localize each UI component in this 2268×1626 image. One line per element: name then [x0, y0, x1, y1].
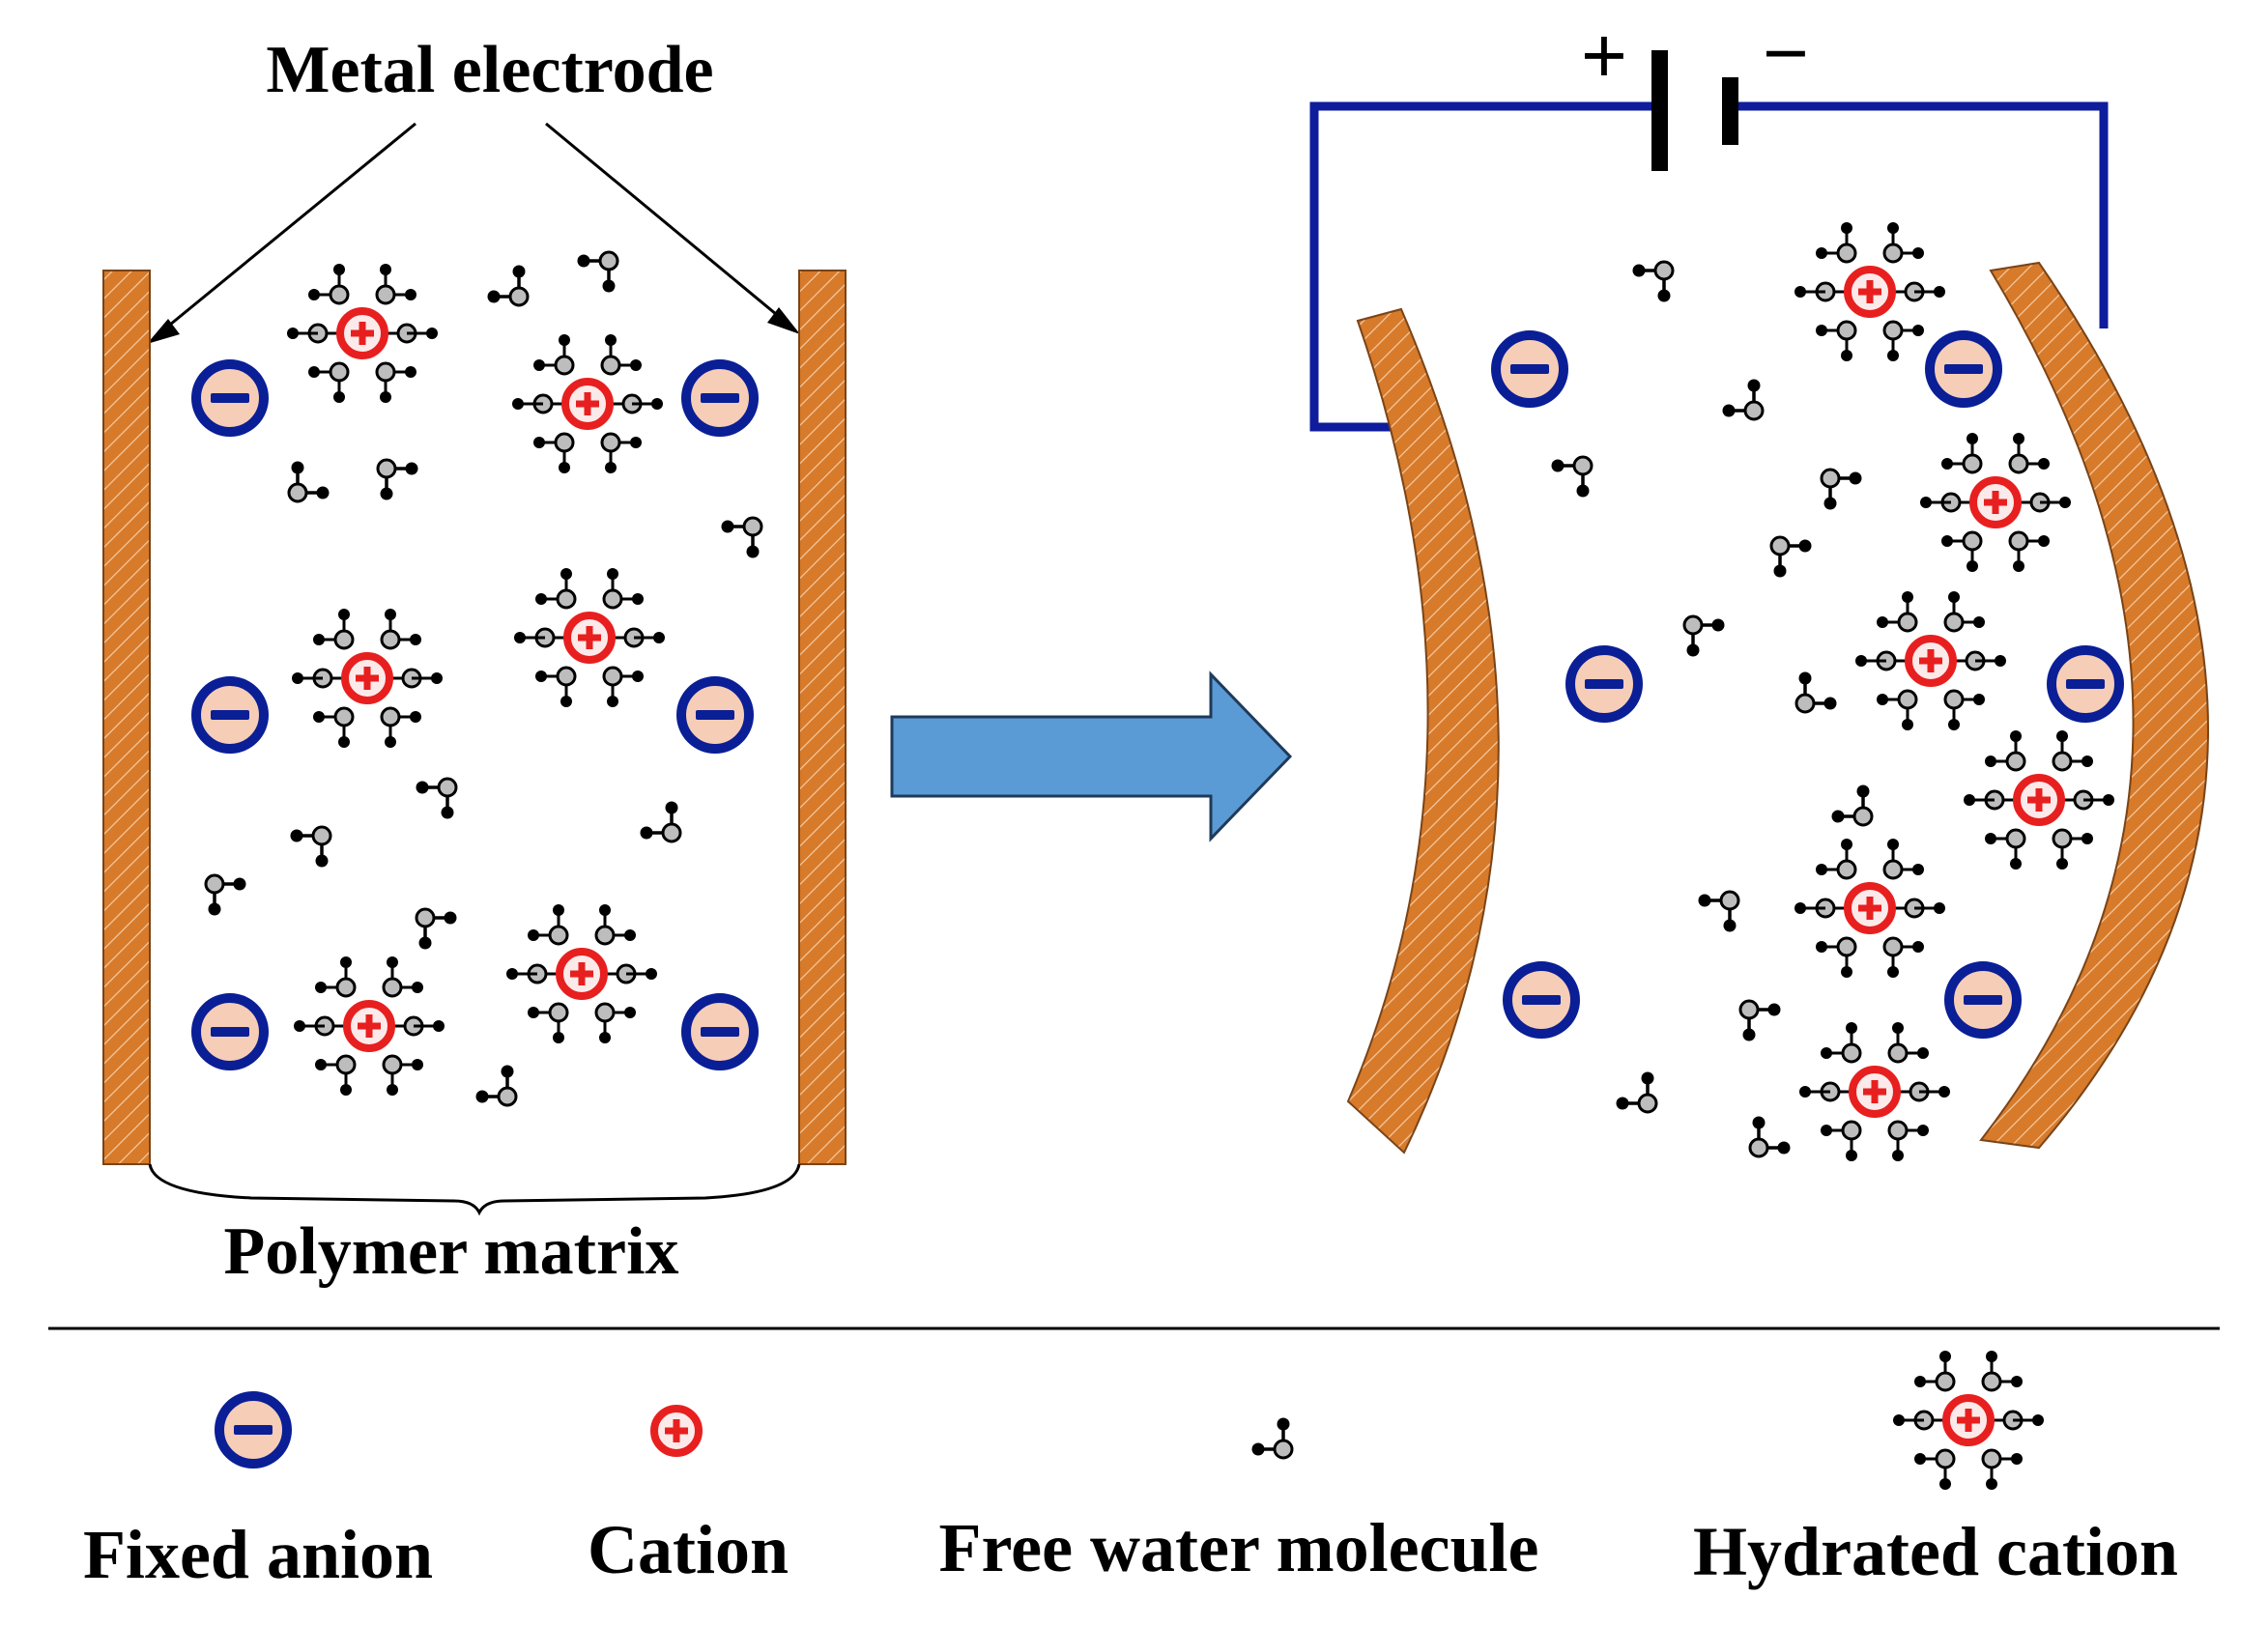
battery-minus-sign: − [1763, 10, 1809, 98]
polymer-matrix-label: Polymer matrix [223, 1214, 678, 1289]
legend-fixed-anion: Fixed anion [83, 1396, 433, 1593]
battery-plus-sign: + [1581, 12, 1627, 100]
electrode-pointer-right [545, 122, 789, 326]
bent-electrode-left [1346, 307, 1500, 1155]
legend-hydrated-cation-label: Hydrated cation [1693, 1513, 2178, 1590]
battery-positive-plate [1651, 50, 1668, 171]
right-electrode [798, 270, 847, 1165]
polymer-matrix-brace [148, 1163, 801, 1216]
transition-arrow [890, 670, 1293, 842]
hydrated-cation-icon [1893, 1351, 2044, 1490]
legend-free-water-label: Free water molecule [938, 1509, 1538, 1586]
electrode-pointer-left [158, 122, 416, 335]
legend-fixed-anion-label: Fixed anion [83, 1516, 433, 1593]
fixed-anion-icon [196, 364, 754, 1066]
cation-icon [654, 1409, 699, 1453]
right-panel: + − [1309, 10, 2209, 1161]
water-molecule-icon [1249, 1415, 1294, 1460]
water-molecule-icon [204, 250, 763, 1107]
fixed-anion-icon [219, 1396, 287, 1464]
hydrated-cation-icon [287, 264, 665, 1096]
legend-cation-label: Cation [588, 1511, 789, 1588]
metal-electrode-label: Metal electrode [266, 33, 713, 107]
fixed-anion-icon [1496, 335, 2119, 1034]
legend-free-water: Free water molecule [938, 1415, 1539, 1586]
circuit: + − [1309, 10, 2109, 432]
legend-cation: Cation [588, 1409, 789, 1588]
battery-negative-plate [1722, 77, 1738, 145]
bent-electrode-right [1979, 261, 2209, 1150]
left-electrode [102, 270, 151, 1165]
legend-hydrated-cation: Hydrated cation [1693, 1351, 2178, 1590]
left-panel: Metal electrode [102, 33, 847, 1289]
legend: Fixed anion Cation Free water molecule H… [83, 1351, 2178, 1593]
